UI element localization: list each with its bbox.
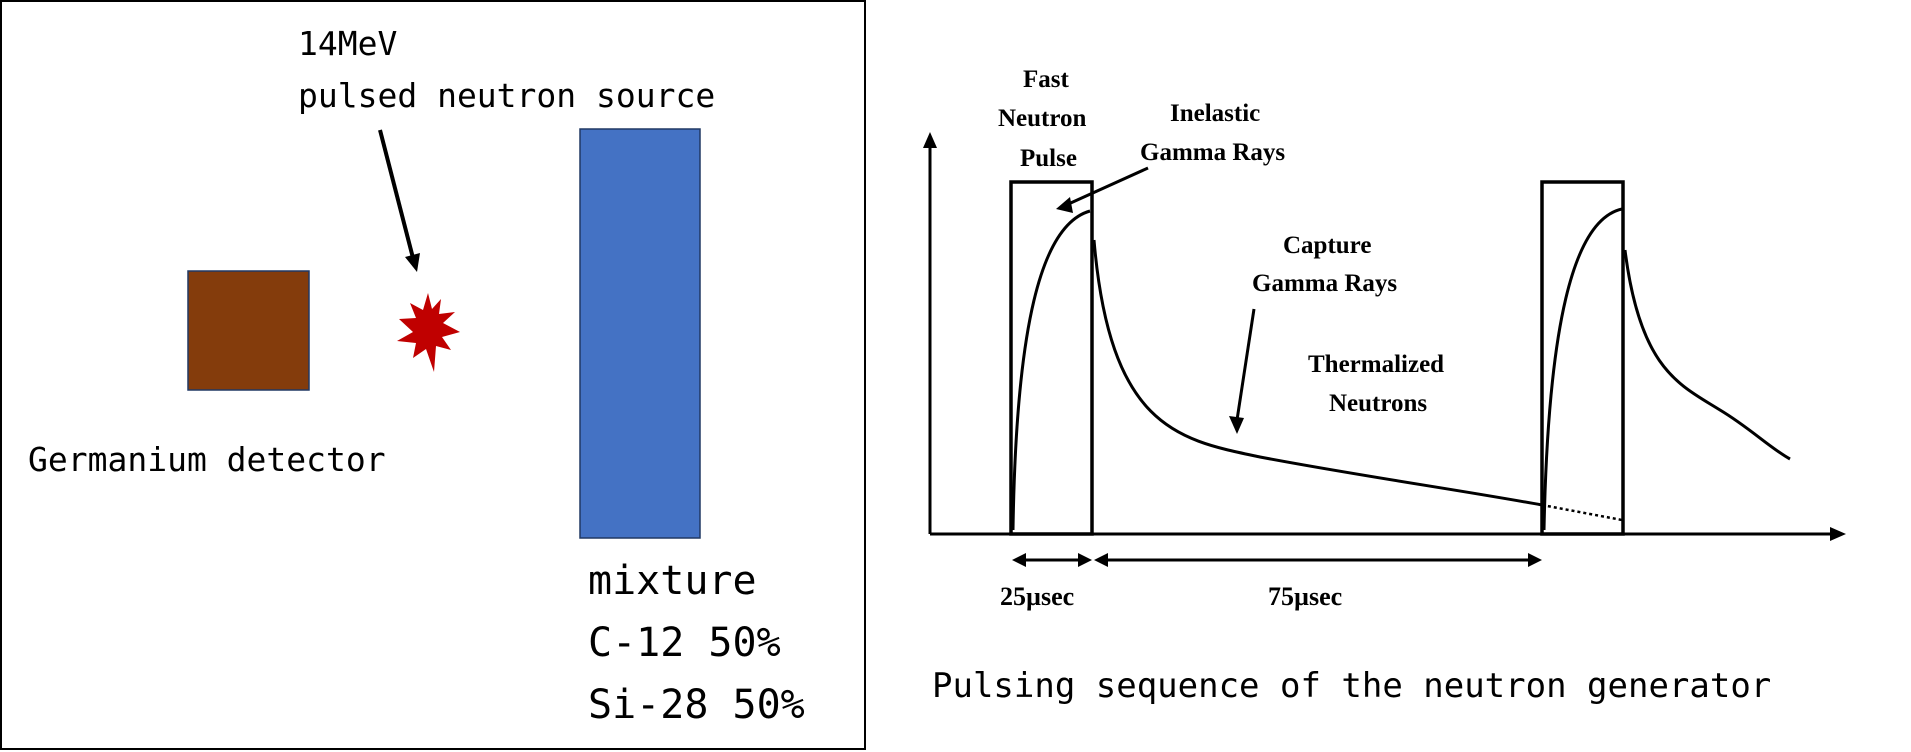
source-pointer-arrow	[378, 129, 420, 272]
source-label-line1: 14MeV	[298, 24, 398, 63]
neutron-pulse-2	[1540, 180, 1625, 536]
pulse-width-label: 25µsec	[1000, 582, 1075, 611]
thermal-label-line1: Thermalized	[1308, 351, 1445, 378]
capture-decay-extrapolation	[1541, 503, 1623, 522]
capture-label-line2: Gamma Rays	[1252, 270, 1398, 297]
fast-pulse-label-line1: Fast	[1023, 66, 1069, 93]
setup-diagram-panel: 14MeV pulsed neutron source Germanium de…	[0, 0, 866, 750]
inelastic-label-line1: Inelastic	[1170, 100, 1261, 127]
capture-label-line1: Capture	[1283, 232, 1372, 259]
capture-decay-curve	[1092, 239, 1543, 507]
pulse-gap-label: 75µsec	[1268, 582, 1343, 611]
mixture-c12: C-12 50%	[588, 620, 781, 666]
detector-label: Germanium detector	[28, 440, 386, 479]
y-axis-arrowhead	[923, 132, 937, 148]
inelastic-label-line2: Gamma Rays	[1140, 139, 1286, 166]
fast-pulse-label-line3: Pulse	[1020, 145, 1077, 172]
thermal-label-line2: Neutrons	[1329, 390, 1428, 417]
inelastic-rise-curve-1	[1011, 209, 1091, 531]
germanium-detector-block	[187, 270, 310, 391]
fast-pulse-label-line2: Neutron	[998, 105, 1087, 132]
sample-mixture-block	[579, 128, 701, 539]
x-axis-arrowhead	[1830, 527, 1846, 541]
mixture-si28: Si-28 50%	[588, 682, 805, 728]
source-label-line2: pulsed neutron source	[298, 76, 716, 115]
chart-caption: Pulsing sequence of the neutron generato…	[932, 666, 1772, 706]
mixture-title: mixture	[588, 558, 757, 604]
inelastic-rise-curve-2	[1542, 207, 1623, 531]
neutron-source-burst-icon	[397, 293, 460, 372]
pulse-timing-chart	[923, 132, 1846, 567]
capture-decay-curve-2	[1623, 249, 1791, 461]
capture-pointer-arrow	[1235, 308, 1256, 421]
neutron-pulse-1	[1009, 180, 1094, 536]
inelastic-pointer-arrow	[1063, 166, 1149, 208]
